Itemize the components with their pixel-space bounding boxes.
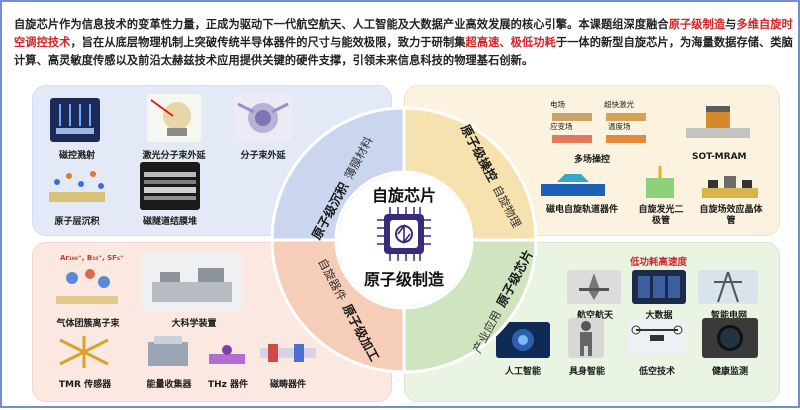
label-embodied-ai: 具身智能 <box>568 367 605 377</box>
spin-fet-image <box>700 172 760 202</box>
label-mtj-stack: 磁隧道结膜堆 <box>142 217 197 227</box>
label-health-monitor: 健康监测 <box>711 367 748 377</box>
temperature-field-image <box>606 130 646 143</box>
ai-image <box>496 322 550 358</box>
label-ultrafast-laser: 超快激光 <box>604 100 634 109</box>
laser-mbe-image <box>147 94 201 142</box>
label-ald: 原子层沉积 <box>54 217 100 227</box>
label-tmr-sensor: TMR 传感器 <box>58 380 112 390</box>
label-spin-fet: 自旋场效应晶体管 <box>699 205 763 226</box>
label-smart-grid: 智能电网 <box>710 311 747 321</box>
chip-icon <box>377 207 431 261</box>
energy-harvester-image <box>142 332 194 372</box>
label-thz-device: THz 器件 <box>207 380 249 390</box>
spin-led-image <box>640 164 680 204</box>
label-domain-device: 磁畴器件 <box>269 380 306 390</box>
intro-paragraph: 自旋芯片作为信息技术的变革性力量，正成为驱动下一代航空航天、人工智能及大数据产业… <box>14 16 794 70</box>
low-altitude-image <box>628 320 686 356</box>
tmr-sensor-image <box>54 332 114 372</box>
label-sot-mram: SOT-MRAM <box>692 152 747 162</box>
label-low-altitude: 低空技术 <box>638 367 675 377</box>
ald-image <box>47 162 107 208</box>
low-power-high-speed-title: 低功耗高速度 <box>630 257 688 268</box>
sputtering-image <box>50 98 100 142</box>
sot-mram-image <box>678 98 758 154</box>
health-monitor-image <box>702 318 758 358</box>
label-magnetoelectric-device: 磁电自旋轨道器件 <box>545 205 618 215</box>
smart-grid-image <box>698 270 758 304</box>
label-ion-species: Ar₁₀₀⁺, B₁₀⁺, SF₆⁺ <box>60 254 124 262</box>
label-multifield: 多场操控 <box>574 155 611 165</box>
intro-highlight-speed: 超高速、极低功耗 <box>465 36 556 49</box>
ring-segment-processing <box>270 238 406 374</box>
label-mbe: 分子束外延 <box>240 151 286 161</box>
ring-segment-manipulation <box>402 106 538 242</box>
label-facility: 大科学装置 <box>171 319 217 329</box>
label-energy-harvester: 能量收集器 <box>146 380 192 390</box>
label-gcib: 气体团簇离子束 <box>56 319 120 329</box>
big-data-image <box>632 270 686 304</box>
electric-field-image <box>552 108 592 121</box>
laser-field-image <box>606 108 646 121</box>
facility-image <box>142 252 242 312</box>
center-title-spin-chip: 自旋芯片 <box>371 186 436 205</box>
mbe-image <box>234 94 292 142</box>
magnetoelectric-device-image <box>537 168 609 204</box>
center-title-atomic-manufacturing: 原子级制造 <box>363 270 444 289</box>
mtj-stack-image <box>140 162 200 210</box>
domain-device-image <box>258 332 318 372</box>
label-sputtering: 磁控溅射 <box>58 151 95 161</box>
label-strain-field: 应变场 <box>550 122 573 131</box>
intro-text-4: 于一体的新型自旋芯片，为海量数据存储、类脑计算、高灵敏度传感以及前沿太赫兹技术应… <box>14 36 793 67</box>
label-temperature-field: 温度场 <box>608 122 631 131</box>
aerospace-image <box>567 270 621 304</box>
label-aerospace: 航空航天 <box>576 311 613 321</box>
intro-highlight-atomic: 原子级制造 <box>668 18 726 31</box>
intro-text-1: 自旋芯片作为信息技术的变革性力量，正成为驱动下一代航空航天、人工智能及大数据产业… <box>14 18 669 31</box>
gcib-image <box>52 264 122 310</box>
intro-highlight-spin-control: 多维自旋时空调控技术 <box>14 18 793 49</box>
strain-field-image <box>552 130 592 143</box>
label-laser-mbe: 激光分子束外延 <box>142 151 206 161</box>
label-electric-field: 电场 <box>550 100 565 109</box>
ring-segment-chip <box>402 238 538 374</box>
ring-segment-deposition <box>270 106 406 242</box>
thz-device-image <box>207 340 247 372</box>
intro-text-2: 与 <box>725 18 737 31</box>
label-big-data: 大数据 <box>645 311 673 321</box>
label-spin-led: 自旋发光二极管 <box>638 205 684 226</box>
intro-text-3: ，旨在从底层物理机制上突破传统半导体器件的尺寸与能效极限，致力于研制集 <box>70 36 466 49</box>
embodied-ai-image <box>568 318 604 358</box>
label-ai: 人工智能 <box>504 367 541 377</box>
